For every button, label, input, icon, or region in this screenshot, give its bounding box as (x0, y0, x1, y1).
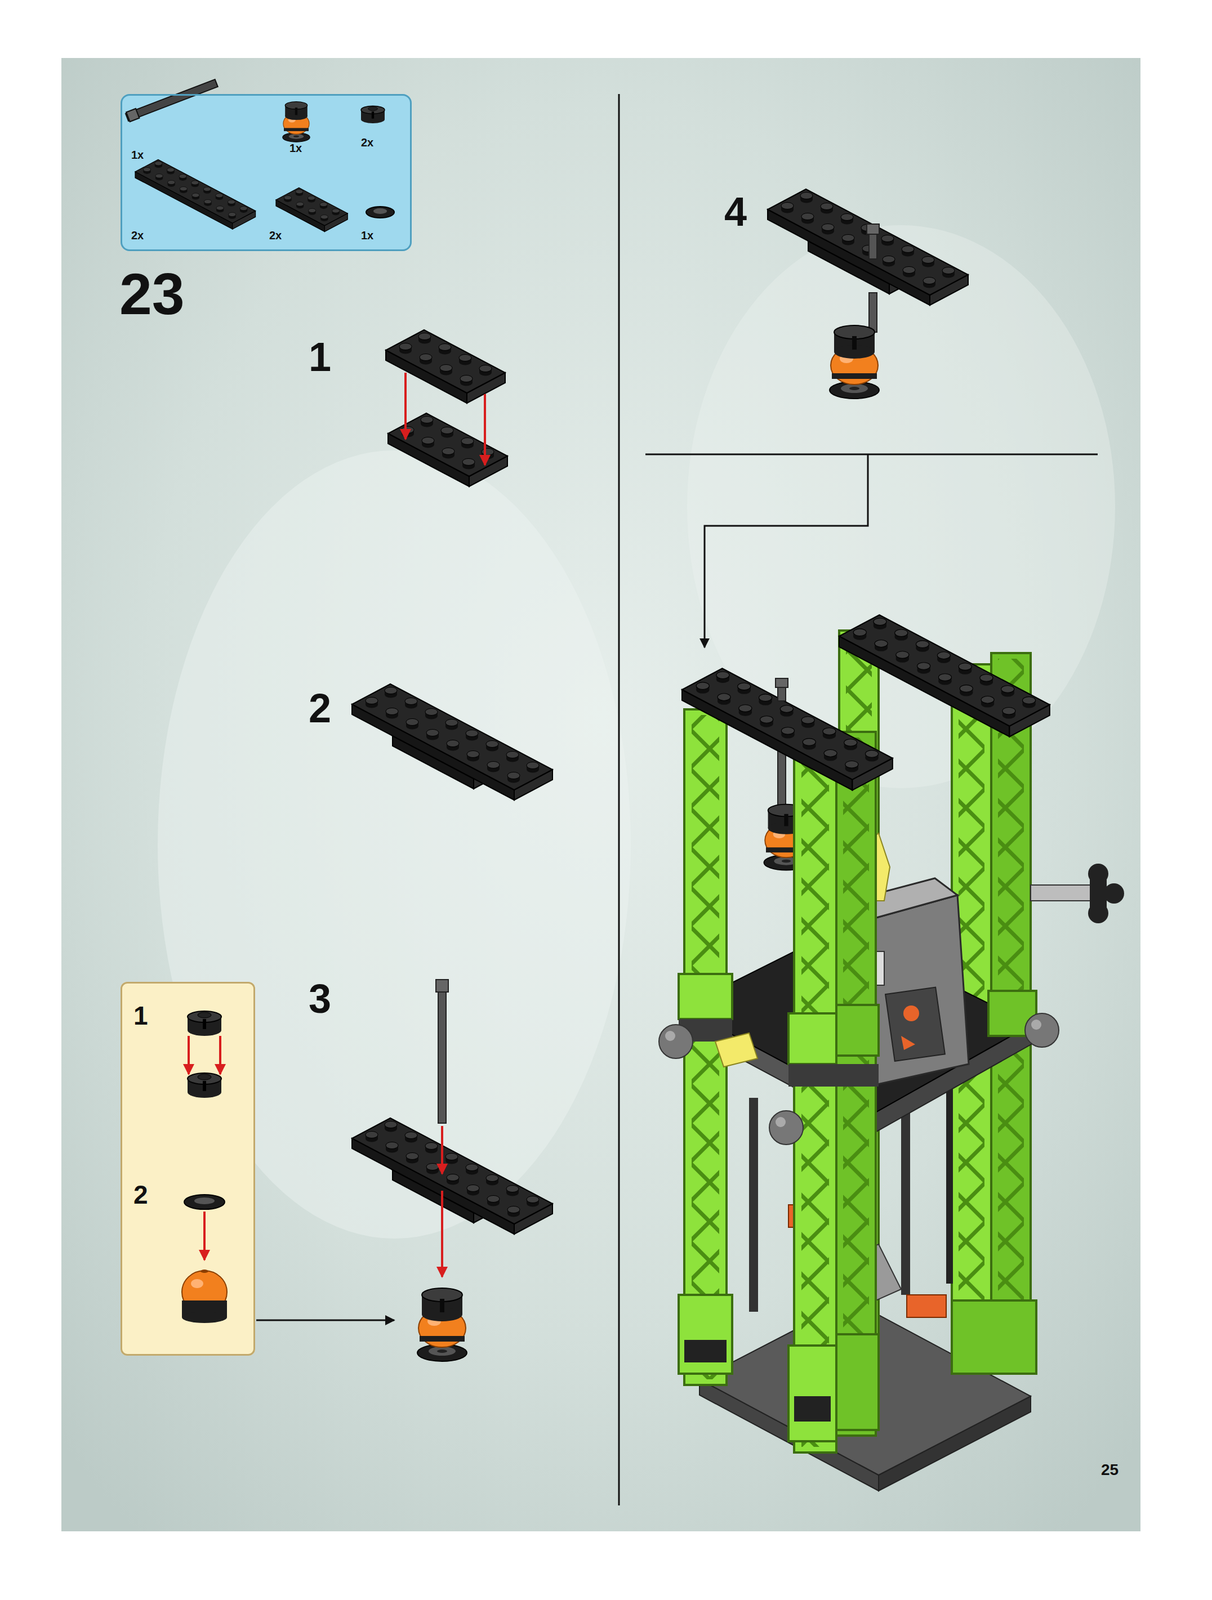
sub-step-box: 12 (120, 982, 256, 1357)
text-slot: 2x (131, 229, 144, 242)
part-quantity: 2x (269, 229, 282, 242)
text-slot: 1x (131, 149, 144, 162)
text-slot: 1 (308, 336, 332, 378)
text-slot: 3 (308, 978, 332, 1020)
text-slot: 1 (133, 1003, 149, 1029)
part-quantity: 2x (361, 136, 374, 149)
sub-step-number: 1 (133, 1003, 149, 1029)
text-slot: 2x (269, 229, 282, 242)
part-quantity: 1x (361, 229, 374, 242)
part-quantity: 1x (131, 149, 144, 161)
parts-list-box: 1x 1x 2x 2x 2x 1x (120, 94, 412, 252)
text-slot: 25 (1101, 1462, 1119, 1479)
sub-step-number: 4 (724, 191, 747, 233)
sub-step-number: 3 (308, 978, 332, 1020)
text-slot: 4 (724, 191, 747, 233)
page-number: 25 (1101, 1462, 1119, 1479)
sub-step-number: 2 (133, 1182, 149, 1209)
text-slot: 23 (119, 264, 185, 324)
part-quantity: 1x (289, 142, 302, 154)
sub-step-number: 1 (308, 336, 332, 378)
text-slot: 2x (361, 136, 374, 149)
text-slot: 2 (133, 1182, 149, 1209)
sub-step-number: 2 (308, 688, 332, 729)
step-number: 23 (119, 264, 185, 324)
text-slot: 1x (361, 229, 374, 242)
text-slot: 1x (289, 142, 302, 155)
part-quantity: 2x (131, 229, 144, 242)
text-slot: 2 (308, 688, 332, 729)
